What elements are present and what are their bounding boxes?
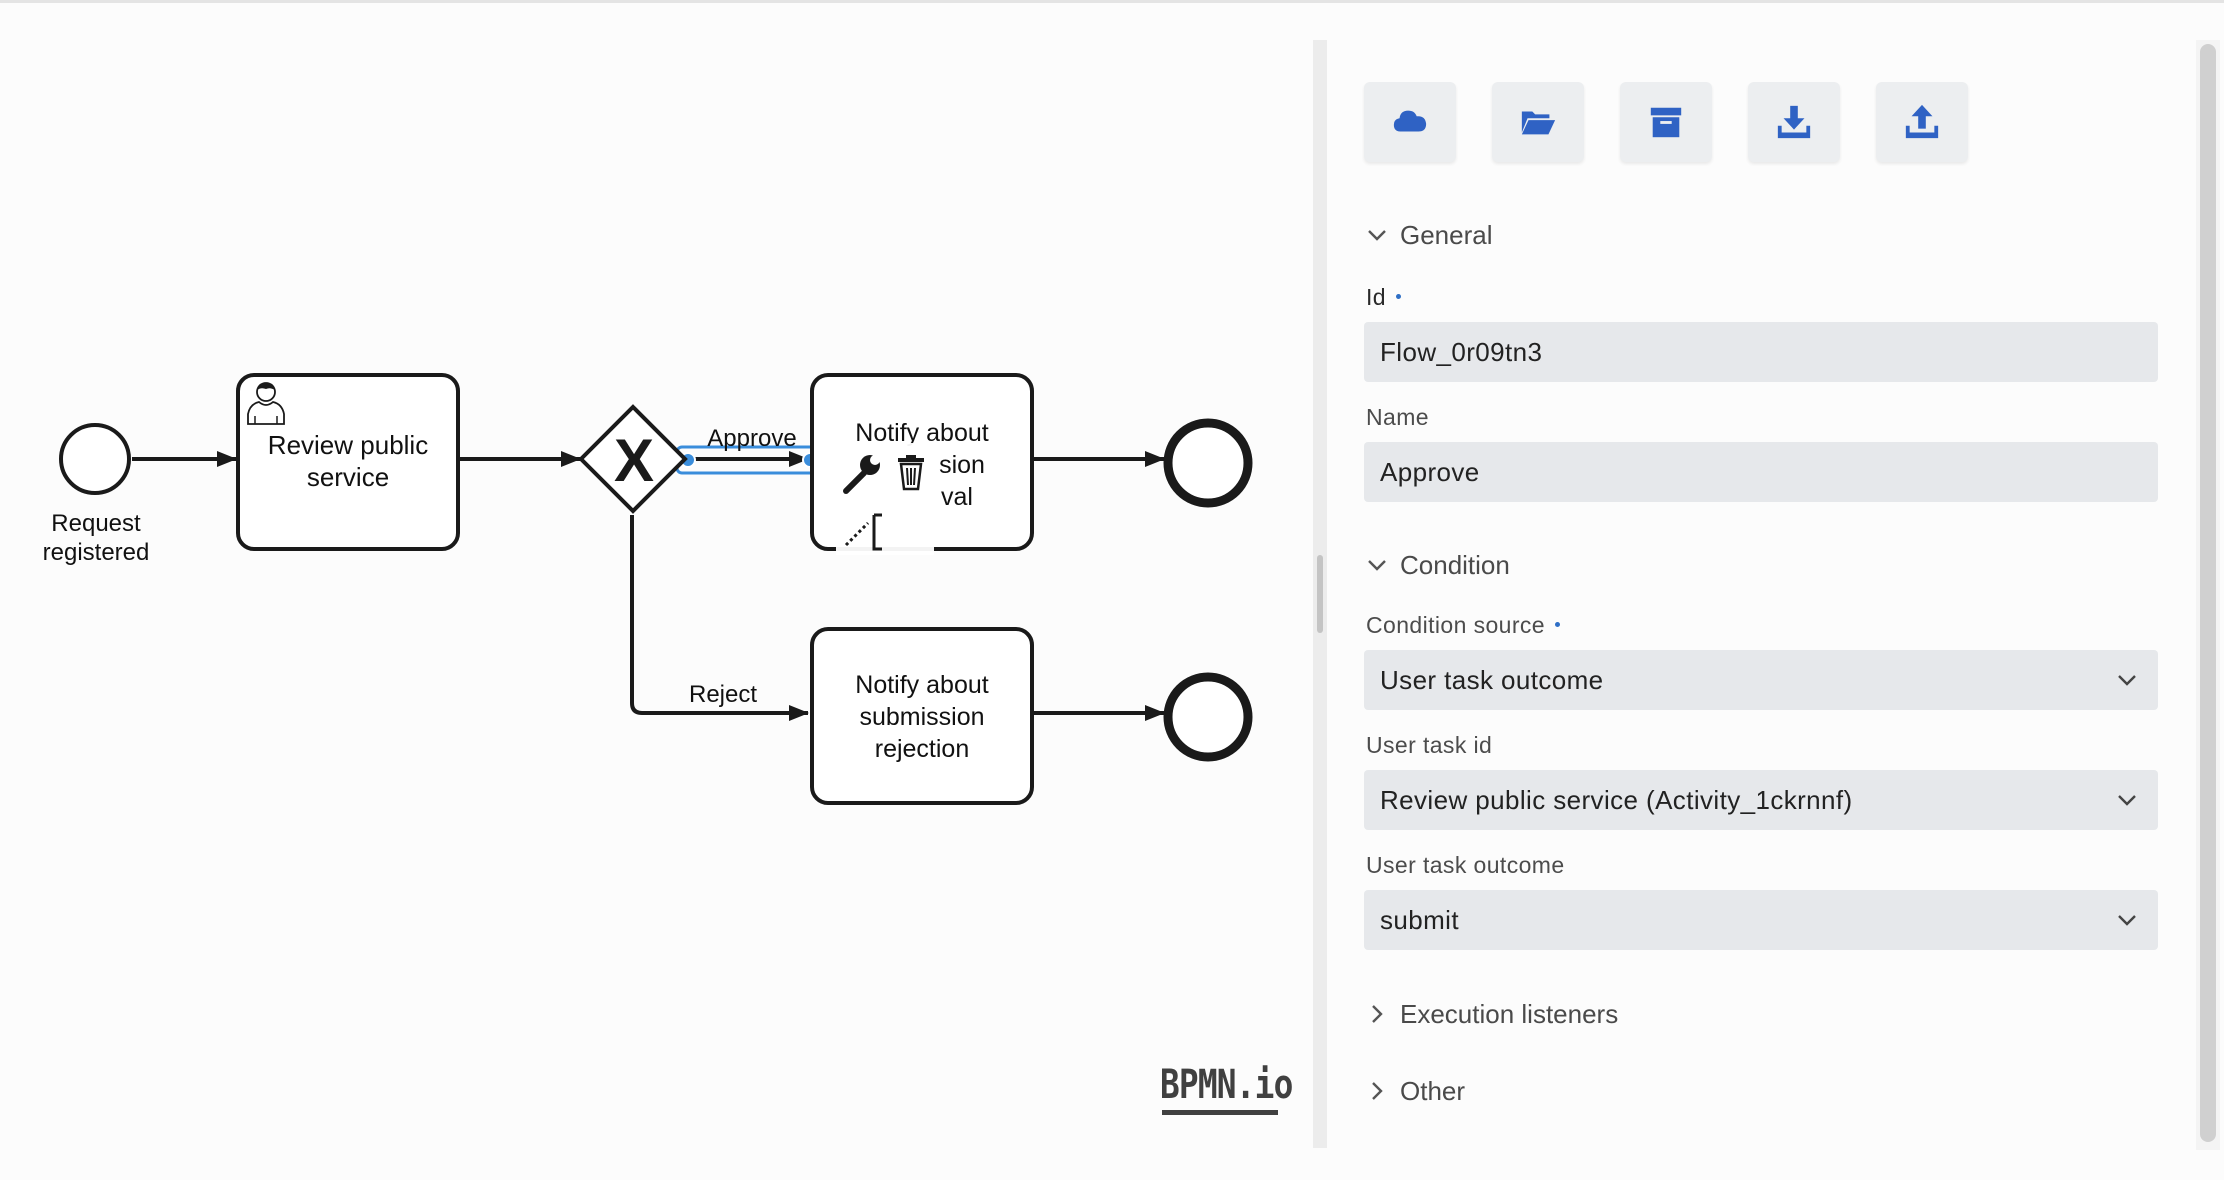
flow-reject-label[interactable]: Reject (689, 681, 757, 708)
group-other-header[interactable]: Other (1364, 1071, 1465, 1111)
task-notify-rejection[interactable] (810, 627, 1034, 805)
required-dot (1395, 294, 1401, 300)
download-button[interactable] (1748, 82, 1840, 162)
end-event-approval[interactable] (1163, 418, 1253, 508)
name-input[interactable]: Approve (1364, 442, 2158, 502)
connect-icon[interactable] (844, 513, 882, 551)
chevron-down-icon (2118, 675, 2136, 686)
exclusive-gateway[interactable] (578, 404, 688, 514)
group-general-title: General (1400, 219, 1493, 250)
group-condition-title: Condition (1400, 549, 1510, 580)
upload-icon (1905, 104, 1939, 139)
task-rejection-label-line1: Notify about (855, 671, 988, 699)
chevron-down-icon (2118, 915, 2136, 926)
user-task-id-select[interactable]: Review public service (Activity_1ckrnnf) (1364, 770, 2158, 830)
condition-source-value: User task outcome (1380, 665, 1604, 695)
cloud-icon (1393, 110, 1427, 132)
top-border (0, 0, 2224, 3)
chevron-down-icon (2118, 795, 2136, 806)
user-icon (247, 382, 285, 425)
start-event-label-line1: Request (51, 510, 141, 537)
context-pad[interactable] (836, 443, 934, 555)
condition-source-select[interactable]: User task outcome (1364, 650, 2158, 710)
group-execution-listeners-title: Execution listeners (1400, 998, 1619, 1029)
task-rejection-label-line2: submission (859, 703, 984, 731)
sequence-flow-reject[interactable] (630, 515, 809, 721)
panel-scrollbar[interactable] (2196, 40, 2220, 1150)
user-task-outcome-label: User task outcome (1366, 852, 1565, 878)
id-label-text: Id (1366, 284, 1386, 310)
user-task-outcome-value: submit (1380, 905, 1459, 935)
condition-source-label-text: Condition source (1366, 612, 1546, 638)
trash-icon[interactable] (898, 455, 924, 491)
properties-panel: General Id Flow_0r09tn3 Name Approve Con… (1328, 40, 2196, 1150)
start-event-label-line2: registered (43, 539, 150, 566)
flow-approve-label[interactable]: Approve (707, 425, 796, 452)
folder-open-icon (1521, 111, 1556, 135)
bpmn-io-logo[interactable]: BPMN.io (1160, 1062, 1293, 1108)
upload-button[interactable] (1876, 82, 1968, 162)
task-approval-label-line2: sion (939, 451, 985, 479)
user-task-outcome-select[interactable]: submit (1364, 890, 2158, 950)
gateway-x-marker: X (614, 427, 654, 494)
logo-underline (1162, 1110, 1278, 1115)
cloud-button[interactable] (1364, 82, 1456, 162)
open-button[interactable] (1492, 82, 1584, 162)
chevron-down-icon (1368, 230, 1386, 241)
chevron-right-icon (1372, 1082, 1383, 1100)
group-execution-listeners-header[interactable]: Execution listeners (1364, 994, 1618, 1034)
name-label: Name (1366, 404, 1429, 430)
chevron-right-icon (1372, 1005, 1383, 1023)
end-event-rejection[interactable] (1163, 672, 1253, 762)
task-review-public-service[interactable] (236, 373, 460, 551)
wrench-icon[interactable] (843, 455, 880, 494)
task-approval-label-line1: Notify about (855, 419, 988, 447)
chevron-down-icon (1368, 560, 1386, 571)
group-general-header[interactable]: General (1364, 215, 1493, 255)
bpmn-canvas[interactable]: Request registered Review public service… (0, 3, 1310, 1180)
bpmn-diagram[interactable]: Request registered Review public service… (0, 3, 1310, 1180)
id-label: Id (1366, 284, 1401, 311)
user-task-id-label: User task id (1366, 732, 1493, 758)
scrollbar-thumb[interactable] (2200, 44, 2216, 1142)
task-rejection-label-line3: rejection (875, 735, 970, 763)
required-dot (1555, 622, 1561, 628)
task-review-label-line1: Review public (268, 430, 428, 460)
panel-resize-handle[interactable] (1317, 555, 1323, 633)
download-icon (1777, 105, 1811, 139)
task-review-label-line2: service (307, 462, 389, 492)
archive-button[interactable] (1620, 82, 1712, 162)
archive-icon (1650, 107, 1682, 138)
start-event[interactable] (59, 423, 131, 495)
group-other-title: Other (1400, 1075, 1466, 1106)
group-condition-header[interactable]: Condition (1364, 545, 1510, 585)
task-approval-label-line3: val (941, 483, 973, 511)
condition-source-label: Condition source (1366, 612, 1561, 639)
id-input[interactable]: Flow_0r09tn3 (1364, 322, 2158, 382)
user-task-id-value: Review public service (Activity_1ckrnnf) (1380, 785, 1853, 815)
